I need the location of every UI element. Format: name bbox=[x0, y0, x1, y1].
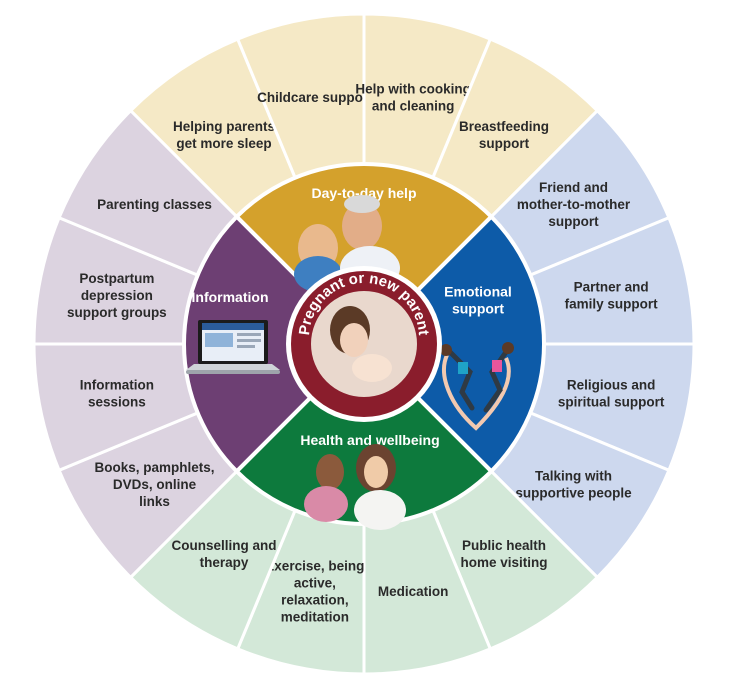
laptop-icon bbox=[186, 320, 280, 374]
quadrant-information bbox=[182, 213, 367, 475]
quadrant-label-health: Health and wellbeing bbox=[300, 432, 439, 448]
outer-label-childcare-support: Childcare support bbox=[257, 90, 373, 105]
center-circle: Pregnant or new parent bbox=[286, 266, 442, 422]
quadrant-label-day: Day-to-day help bbox=[311, 185, 416, 201]
quadrant-label-information: Information bbox=[192, 289, 269, 305]
outer-label-parenting-classes: Parenting classes bbox=[97, 197, 212, 212]
outer-label-medication: Medication bbox=[378, 584, 449, 599]
heart-dancers-photo bbox=[440, 342, 514, 431]
quadrant-emotional bbox=[361, 213, 546, 475]
women-photo bbox=[304, 444, 406, 530]
